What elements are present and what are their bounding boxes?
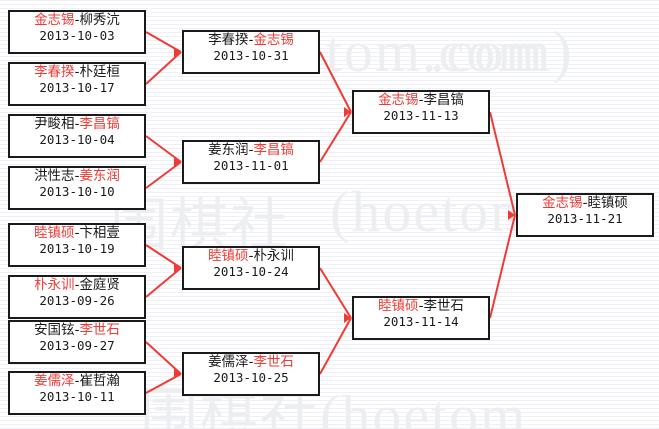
connector-line [145,135,182,163]
connector-line [145,31,182,53]
connector-arrowhead [344,107,351,117]
match-players: 睦镇硕-李世石 [357,298,485,315]
match-players: 洪性志-姜东润 [13,168,141,185]
winner-name: 李春揆 [34,64,75,80]
winner-name: 朴永训 [34,277,75,293]
winner-name: 睦镇硕 [34,225,75,241]
loser-name: 朴廷桓 [79,64,120,80]
loser-name: 柳秀沆 [79,12,120,28]
match-players: 朴永训-金庭贤 [13,277,141,294]
connector-arrowhead [174,263,181,273]
connector-line [145,161,182,189]
match-date: 2013-09-26 [39,292,115,308]
connector-line [145,244,182,269]
match-date: 2013-10-10 [39,183,115,199]
loser-name: 安国铉 [34,322,75,338]
loser-name: 李春揆 [208,32,249,48]
match-date: 2013-10-19 [39,240,115,256]
connector-line [319,51,352,113]
loser-name: 姜东润 [208,142,249,158]
match-players: 睦镇硕-朴永训 [187,248,315,265]
winner-name: 李昌镐 [79,116,120,132]
loser-name: 姜儒泽 [208,354,249,370]
match-players: 安国铉-李世石 [13,322,141,339]
match-date: 2013-10-17 [39,79,115,95]
match-date: 2013-10-04 [39,131,115,147]
connector-line [145,341,182,375]
winner-name: 李世石 [79,322,120,338]
connector-line [489,111,516,216]
match-date: 2013-10-25 [213,369,289,385]
loser-name: 卞相壹 [79,225,120,241]
winner-name: 姜东润 [79,168,120,184]
match-date: 2013-10-11 [39,388,115,404]
match-players: 李春揆-金志锡 [187,32,315,49]
match-players: 睦镇硕-卞相壹 [13,225,141,242]
match-date: 2013-09-27 [39,337,115,353]
match-players: 金志锡-睦镇硕 [521,195,649,212]
match-date: 2013-11-13 [383,107,459,123]
match-players: 姜东润-李昌镐 [187,142,315,159]
loser-name: 朴永训 [253,248,294,264]
winner-name: 金志锡 [253,32,294,48]
match-date: 2013-10-03 [39,27,115,43]
connector-line [489,214,516,319]
connector-line [319,267,352,319]
match-players: 尹畯相-李昌镐 [13,116,141,133]
match-date: 2013-10-31 [213,47,289,63]
loser-name: 金庭贤 [79,277,120,293]
connector-line [145,267,182,298]
loser-name: 尹畯相 [34,116,75,132]
loser-name: 洪性志 [34,168,75,184]
connector-arrowhead [174,47,181,57]
winner-name: 姜儒泽 [34,373,75,389]
connector-arrowhead [174,157,181,167]
match-players: 金志锡-柳秀沆 [13,12,141,29]
connector-line [145,51,182,85]
winner-name: 金志锡 [34,12,75,28]
connector-arrowhead [344,313,351,323]
match-players: 姜儒泽-李世石 [187,354,315,371]
winner-name: 金志锡 [378,92,419,108]
loser-name: 崔哲瀚 [79,373,120,389]
match-players: 姜儒泽-崔哲瀚 [13,373,141,390]
connector-line [319,111,352,163]
winner-name: 李昌镐 [253,142,294,158]
match-date: 2013-11-21 [547,210,623,226]
match-date: 2013-11-14 [383,313,459,329]
connector-line [145,373,182,394]
match-date: 2013-10-24 [213,263,289,279]
winner-name: 李世石 [253,354,294,370]
connector-arrowhead [508,210,515,220]
winner-name: 睦镇硕 [208,248,249,264]
loser-name: 李世石 [423,298,464,314]
watermark-text: .com) [430,19,574,84]
watermark-text: (hoetom [330,179,538,244]
connector-arrowhead [174,369,181,379]
match-players: 金志锡-李昌镐 [357,92,485,109]
connector-line [319,317,352,375]
winner-name: 睦镇硕 [378,298,419,314]
match-players: 李春揆-朴廷桓 [13,64,141,81]
winner-name: 金志锡 [542,195,583,211]
match-date: 2013-11-01 [213,157,289,173]
loser-name: 睦镇硕 [587,195,628,211]
loser-name: 李昌镐 [423,92,464,108]
